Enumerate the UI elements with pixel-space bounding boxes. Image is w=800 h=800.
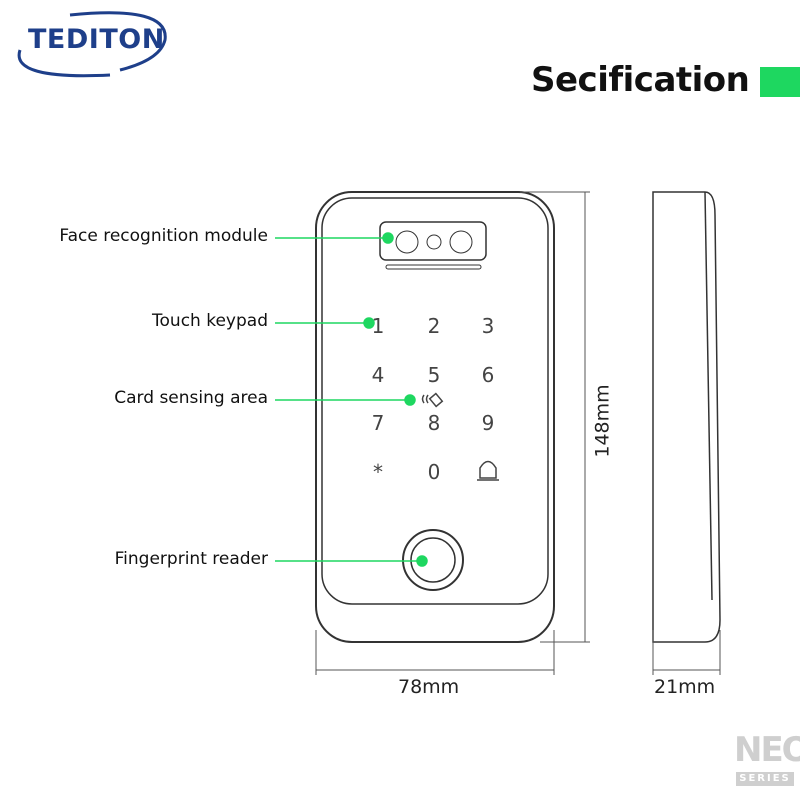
nfc-card-icon [421, 392, 444, 408]
key-9: 9 [482, 411, 495, 435]
callout-face-recognition: Face recognition module [59, 226, 268, 246]
page-title: Secification [531, 60, 750, 100]
callout-leaders [275, 232, 428, 567]
key-3: 3 [482, 314, 495, 338]
key-0: 0 [428, 460, 441, 484]
key-1: 1 [372, 314, 385, 338]
side-view [652, 191, 721, 643]
key-5: 5 [428, 363, 441, 387]
dimension-lines [315, 191, 721, 675]
series-watermark: SERIES [736, 772, 794, 786]
key-2: 2 [428, 314, 441, 338]
logo-swoosh [17, 11, 167, 78]
front-view [315, 191, 555, 643]
fingerprint-reader [402, 529, 464, 591]
key-7: 7 [372, 411, 385, 435]
callout-touch-keypad: Touch keypad [152, 311, 268, 331]
title-accent-bar [760, 67, 800, 97]
callout-fingerprint: Fingerprint reader [114, 549, 268, 569]
bell-icon [477, 460, 499, 481]
brand-logo: TEDITON [28, 24, 165, 55]
key-4: 4 [372, 363, 385, 387]
key-star: * [373, 460, 383, 484]
dimension-depth: 21mm [654, 676, 716, 698]
dimension-width: 78mm [398, 676, 460, 698]
keypad: 1 2 3 4 5 6 7 8 9 * 0 [372, 314, 499, 484]
dimension-height: 148mm [591, 384, 614, 458]
key-6: 6 [482, 363, 495, 387]
callout-card-sensing: Card sensing area [114, 388, 268, 408]
neo-watermark: NEO [734, 730, 800, 770]
camera-module [379, 221, 487, 261]
key-8: 8 [428, 411, 441, 435]
